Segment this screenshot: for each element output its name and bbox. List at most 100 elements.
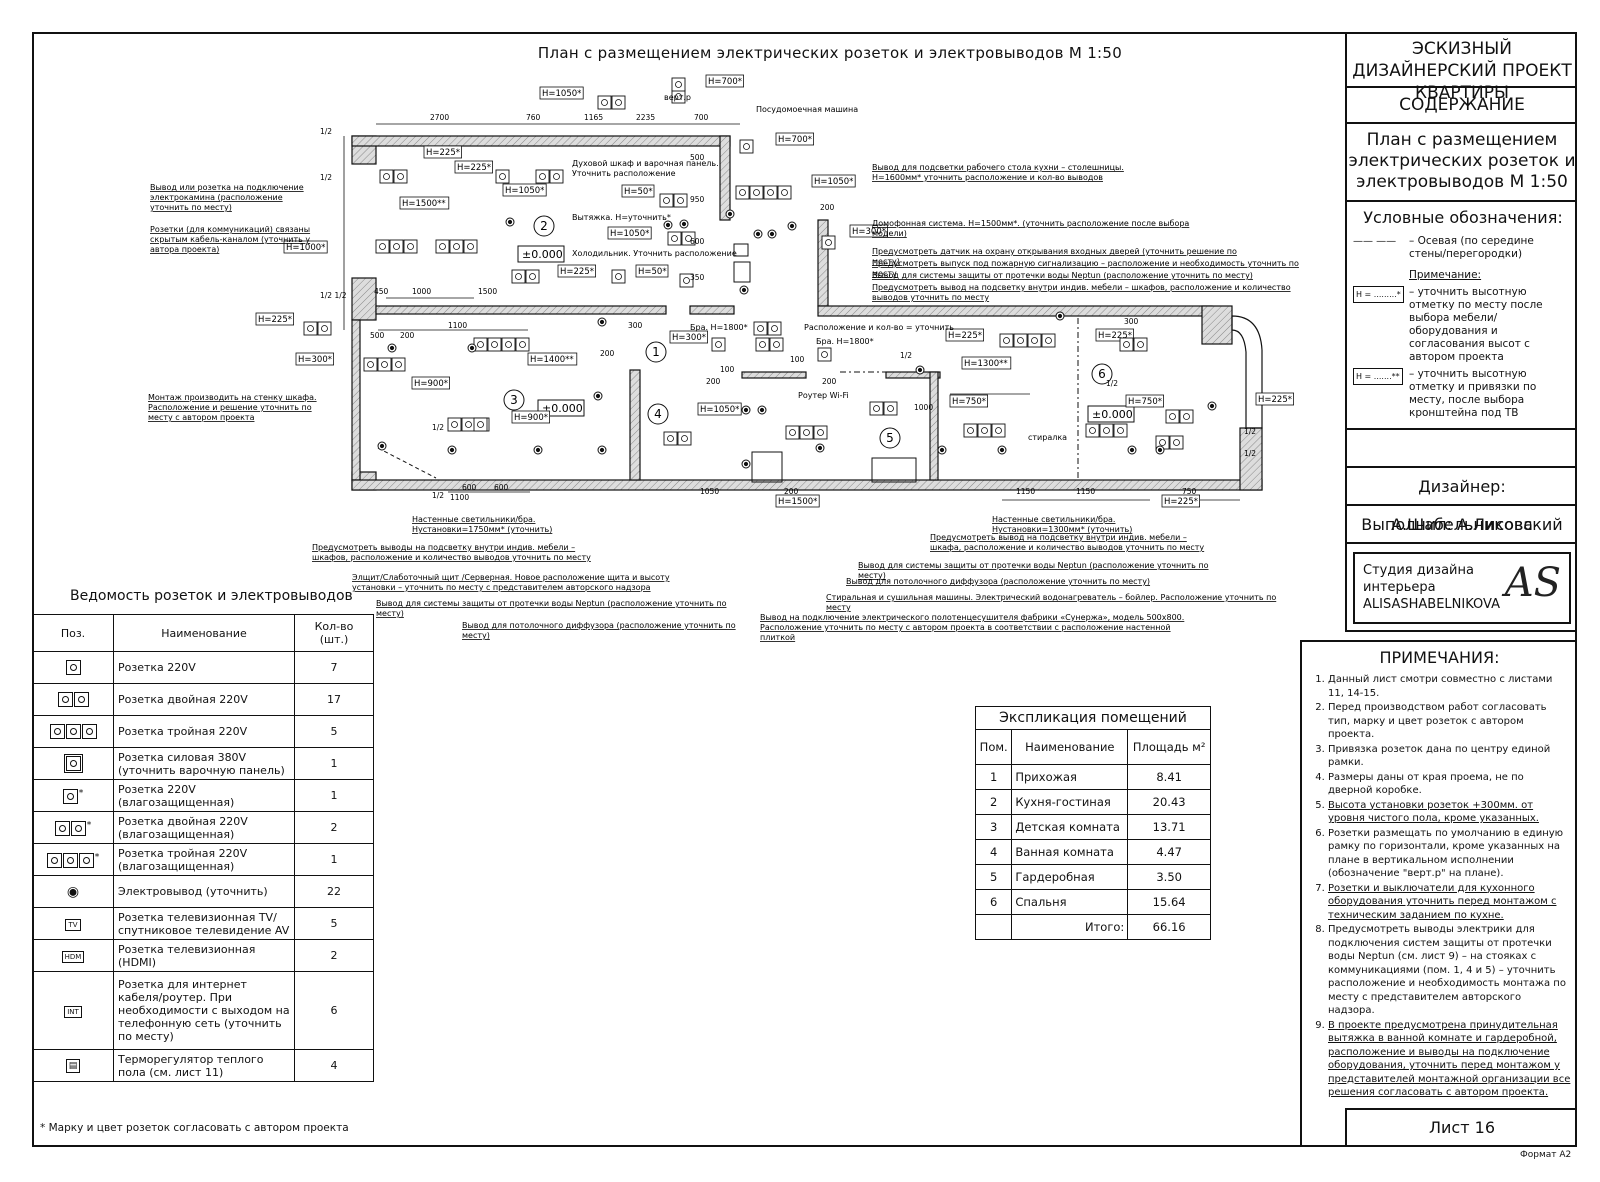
callout-label: Вывод для системы защиты от протечки вод… xyxy=(858,561,1209,580)
room-number-label: 5 xyxy=(886,431,894,445)
dimension-label: 200 xyxy=(820,203,835,212)
socket-icon xyxy=(515,337,530,352)
note-item: Высота установки розеток +300мм. от уров… xyxy=(1328,799,1571,826)
socket-icon xyxy=(473,417,488,432)
socket-icon xyxy=(739,189,746,196)
notes-block: ПРИМЕЧАНИЯ: Данный лист смотри совместно… xyxy=(1300,640,1577,1147)
dimension-label: 1/2 xyxy=(1244,427,1256,436)
height-tag: Н=225* xyxy=(560,267,594,277)
outlet-icon xyxy=(599,447,605,453)
socket-icon xyxy=(1165,409,1180,424)
table-row: ◉Электровывод (уточнить)22 xyxy=(32,875,374,908)
dimension-label: 200 xyxy=(706,377,721,386)
schedule-qty: 2 xyxy=(294,811,374,844)
legend-h2-key: Н = .......** xyxy=(1353,368,1403,385)
socket-icon xyxy=(711,337,726,352)
socket-icon xyxy=(439,243,446,250)
designer: Дизайнер: А.Шабельникова xyxy=(1347,468,1577,534)
internet-socket-icon: INT xyxy=(64,1005,82,1018)
plan-mini-label: стиралка xyxy=(1028,433,1067,442)
outlet-icon xyxy=(389,345,395,351)
height-tag-box xyxy=(945,328,984,342)
socket-icon xyxy=(597,95,612,110)
room-number-label: 4 xyxy=(654,407,662,421)
socket-icon xyxy=(467,243,474,250)
dimension-label: 500 xyxy=(690,153,705,162)
room-number: 1 xyxy=(974,764,1013,790)
dimension-label: 1/2 xyxy=(320,173,332,182)
socket-icon xyxy=(743,143,750,150)
dimension-label: 1/2 xyxy=(1106,379,1118,388)
table-row: *Розетка 220V (влагозащищенная)1 xyxy=(32,779,374,812)
dimension-lines xyxy=(343,123,1240,501)
socket-groups xyxy=(303,77,1194,450)
callout-label: Вывод для потолочного диффузора (располо… xyxy=(846,577,1150,586)
socket-icon xyxy=(777,185,792,200)
explication-header-row: Пом. Наименование Площадь м² xyxy=(974,729,1211,765)
dimension-label: 1/2 xyxy=(432,491,444,500)
contents-heading: СОДЕРЖАНИЕ xyxy=(1347,88,1577,124)
height-tag-box xyxy=(502,183,547,197)
schedule-name: Розетка для интернет кабеля/роутер. При … xyxy=(113,971,295,1050)
legend-h1: – уточнить высотную отметку по месту пос… xyxy=(1409,286,1543,363)
dimension-label: 200 xyxy=(400,331,415,340)
height-tag: Н=225* xyxy=(426,148,460,158)
socket-icon xyxy=(451,421,458,428)
callout-label: Предусмотреть вывод на подсветку внутри … xyxy=(872,283,1291,302)
schedule-qty: 17 xyxy=(294,683,374,716)
height-tag: Н=50* xyxy=(638,267,667,277)
height-tag-box xyxy=(621,184,655,198)
outlet-icon xyxy=(1129,447,1135,453)
socket-icon xyxy=(381,361,388,368)
socket-icon xyxy=(611,95,626,110)
height-tag-box xyxy=(635,264,669,278)
wet-double-socket-icon: * xyxy=(55,819,91,837)
dimension-label: 1050 xyxy=(700,487,719,496)
socket-icon xyxy=(393,169,408,184)
height-tag-box xyxy=(775,494,820,508)
notes-title: ПРИМЕЧАНИЯ: xyxy=(1379,648,1500,667)
room-name: Ванная комната xyxy=(1011,839,1129,865)
socket-icon xyxy=(977,423,992,438)
socket-icon xyxy=(1137,341,1144,348)
outlet-icon xyxy=(999,447,1005,453)
plan-mini-label: Посудомоечная машина xyxy=(756,105,858,114)
socket-icon xyxy=(1169,435,1184,450)
note-item: Предусмотреть выводы электрики для подкл… xyxy=(1328,923,1571,1018)
levels: ±0.000 ±0.000 ±0.000 xyxy=(517,245,1135,423)
schedule-qty: 5 xyxy=(294,907,374,940)
socket-icon xyxy=(817,347,832,362)
schedule-name: Розетка силовая 380V (уточнить варочную … xyxy=(113,747,295,780)
legend-axis: – Осевая (по середине стены/перегородки) xyxy=(1409,235,1534,260)
schedule-title: Ведомость розеток и электровыводов xyxy=(70,588,353,604)
level-label: ±0.000 xyxy=(1092,408,1133,421)
dimension-label: 500 xyxy=(370,331,385,340)
format-label: Формат А2 xyxy=(1520,1150,1572,1160)
socket-icon xyxy=(1041,333,1056,348)
callout-label: Предусмотреть вывод на подсветку внутри … xyxy=(930,533,1204,552)
socket-icon xyxy=(781,189,788,196)
outlet-points xyxy=(377,209,1217,469)
outlet-icon xyxy=(665,222,671,228)
socket-icon xyxy=(817,429,824,436)
height-tag-box xyxy=(1125,394,1164,408)
plan-mini-label: Бра. Н=1800* xyxy=(690,323,748,332)
socket-icon xyxy=(869,401,884,416)
height-tag: Н=50* xyxy=(624,187,653,197)
height-tag: Н=1050* xyxy=(814,177,853,187)
socket-icon xyxy=(379,169,394,184)
schedule-qty: 22 xyxy=(294,875,374,908)
socket-icon xyxy=(367,361,374,368)
balcony-wall xyxy=(1231,315,1263,429)
oven xyxy=(733,243,749,257)
socket-icon xyxy=(785,425,800,440)
explication-title: Экспликация помещений xyxy=(975,706,1211,729)
height-tag-box xyxy=(511,410,550,424)
socket-icon xyxy=(1103,427,1110,434)
dimension-label: 1150 xyxy=(1016,487,1035,496)
socket-icon xyxy=(1169,413,1176,420)
